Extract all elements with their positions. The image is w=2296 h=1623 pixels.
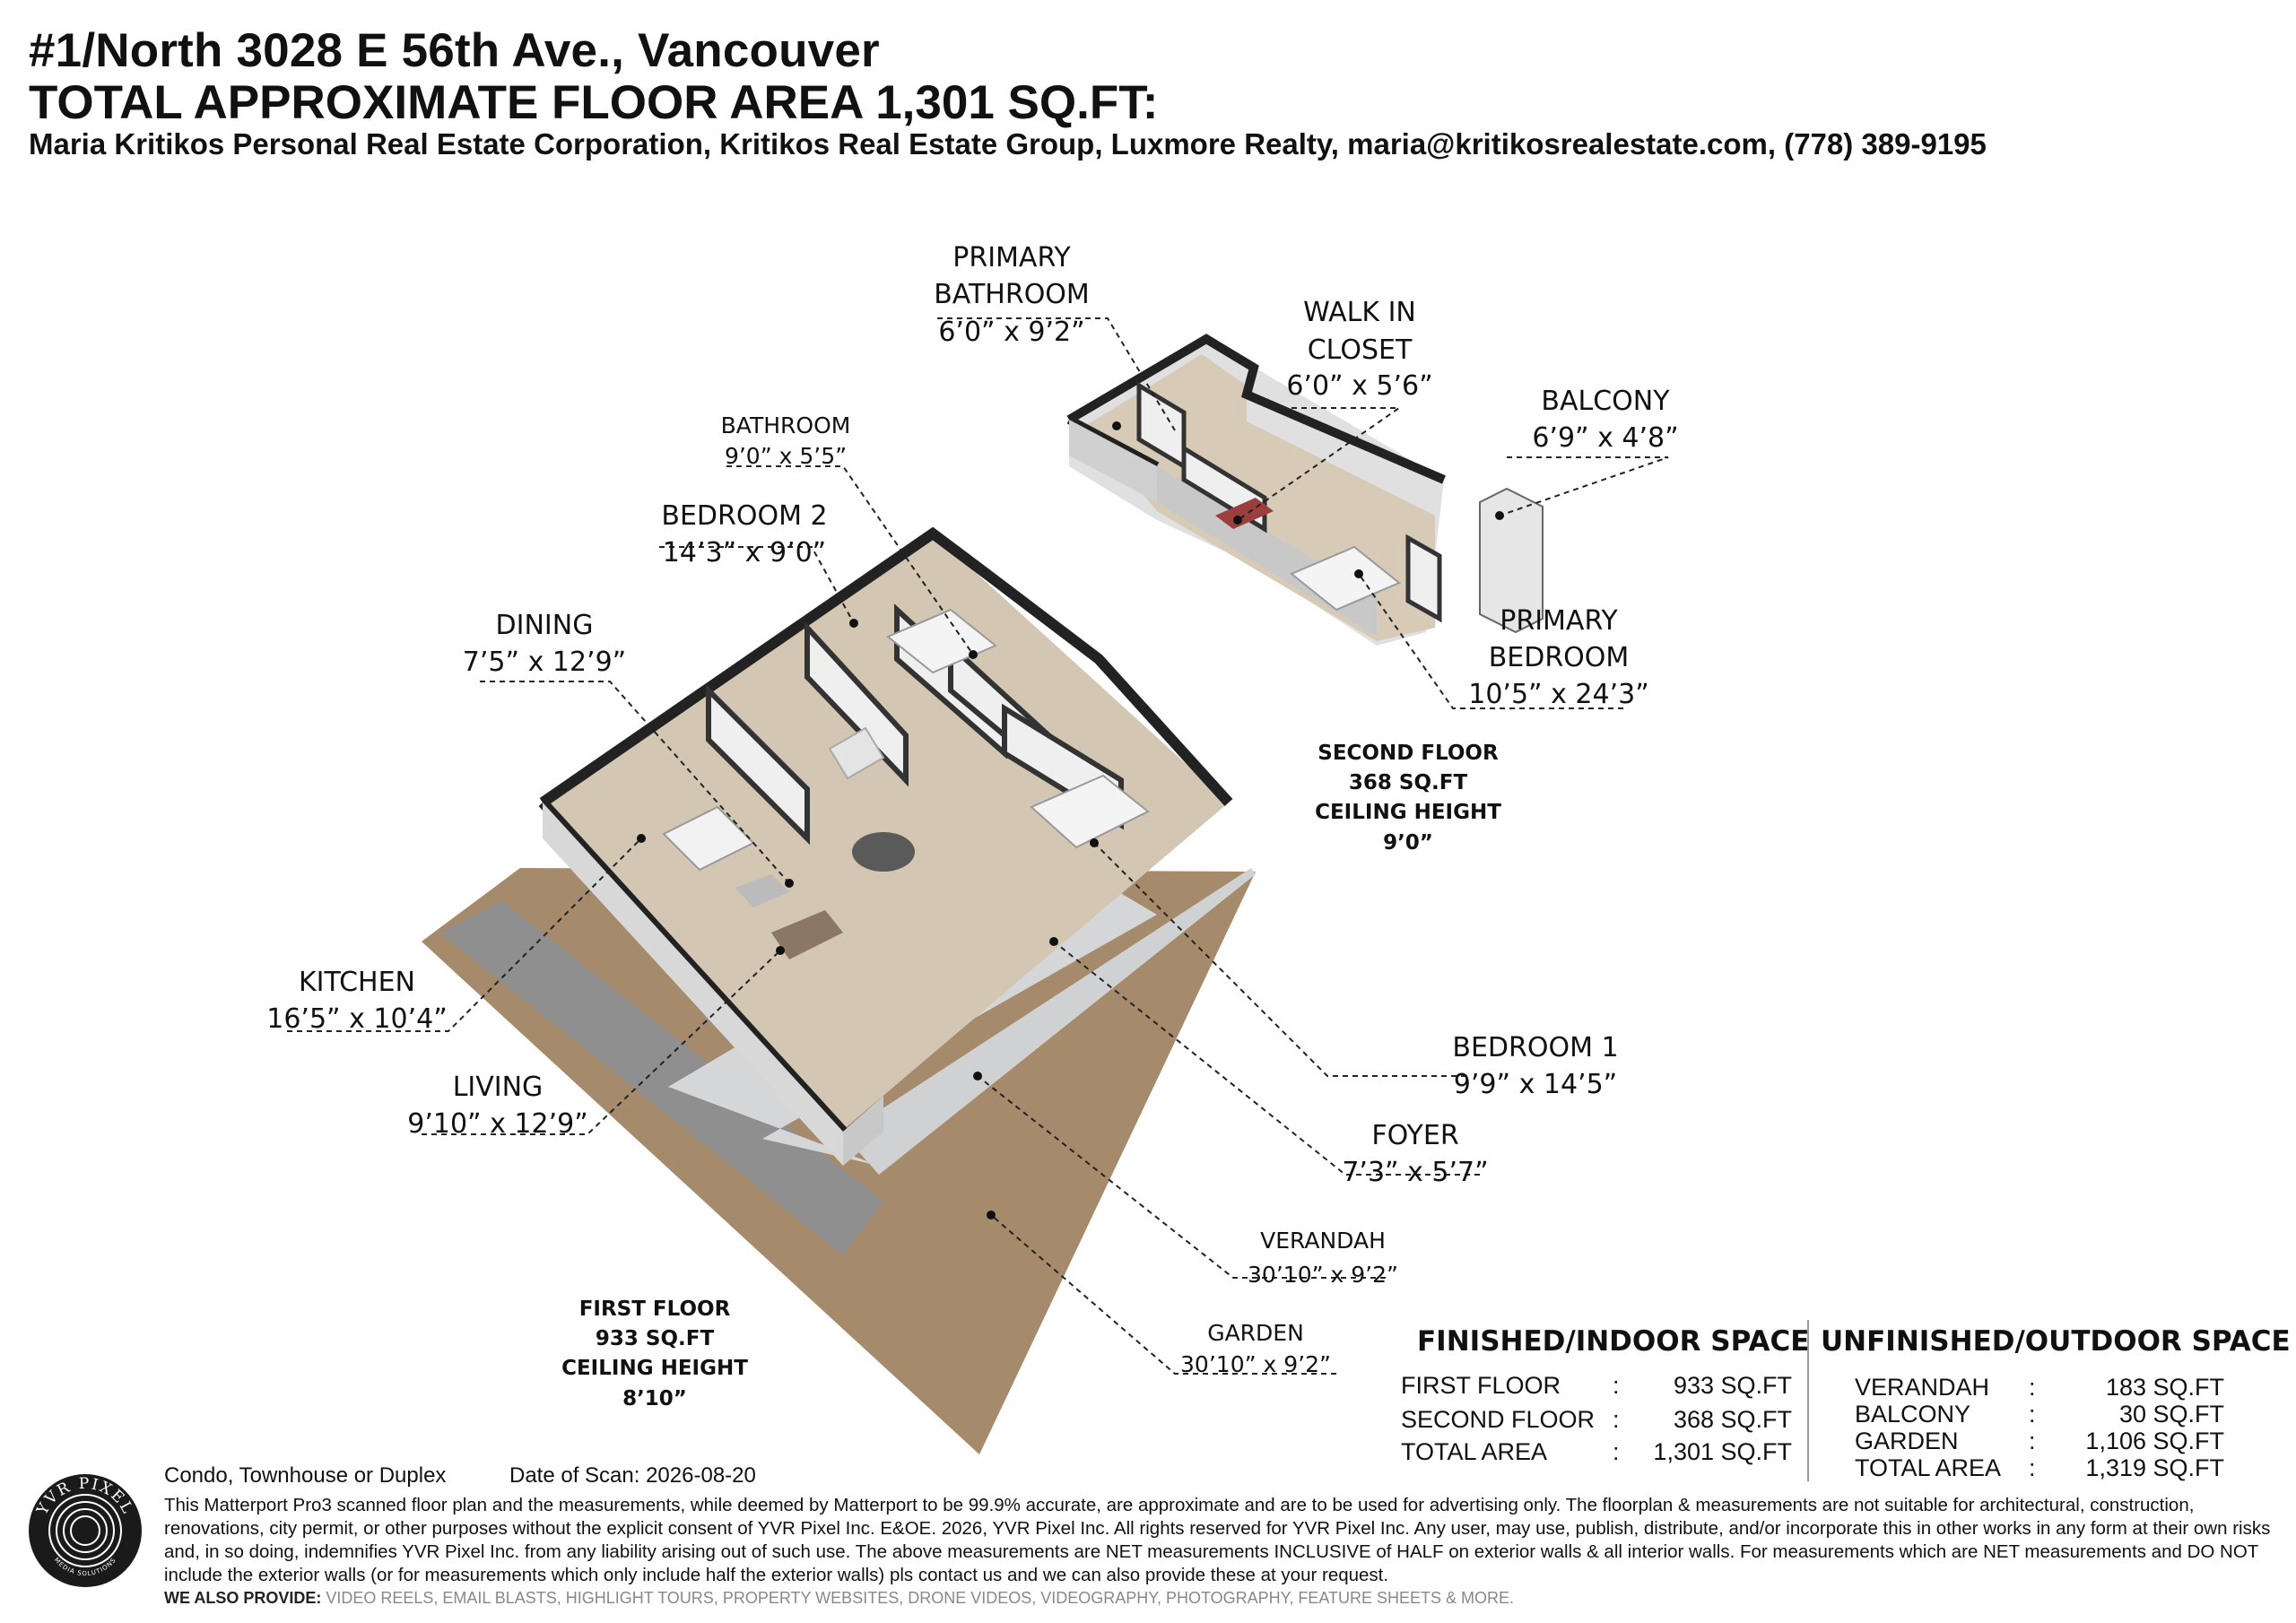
living-dims: 9’10” x 12’9” [407,1108,588,1140]
dining-dims: 7’5” x 12’9” [463,647,626,678]
unfinished-space-table: UNFINISHED/OUTDOOR SPACE [1821,1325,2291,1358]
kitchen-label: KITCHEN [299,967,415,998]
finished-row-value: 1,301 SQ.FT [1653,1438,1792,1465]
foyer-dims: 7’3” x 5’7” [1342,1157,1488,1188]
unfinished-row-label: TOTAL AREA [1855,1454,2002,1481]
address-title: #1/North 3028 E 56th Ave., Vancouver [29,24,880,77]
disclaimer-text: This Matterport Pro3 scanned floor plan … [164,1495,2271,1585]
room-labels: PRIMARY BATHROOM 6’0” x 9’2” WALK IN CLO… [266,242,1678,1377]
kitchen-dims: 16’5” x 10’4” [266,1003,448,1035]
table-divider [1807,1320,1809,1481]
bedroom-2-label: BEDROOM 2 [661,500,827,532]
svg-text:368 SQ.FT: 368 SQ.FT [1349,771,1468,794]
finished-space-title: FINISHED/INDOOR SPACE [1417,1325,1810,1358]
scan-date: Date of Scan: 2026-08-20 [509,1463,756,1488]
yvr-pixel-logo: YVR PIXEL MEDIA SOLUTIONS [29,1474,142,1587]
unfinished-row-label: GARDEN [1855,1428,1959,1454]
svg-text:8’10”: 8’10” [622,1387,687,1410]
first-floor-model [422,526,1256,1454]
leader-lines [287,317,1669,1375]
bathroom-label: BATHROOM [721,412,851,438]
balcony-label: BALCONY [1541,386,1670,417]
total-area-title: TOTAL APPROXIMATE FLOOR AREA 1,301 SQ.FT… [29,76,1159,129]
unfinished-row-value: 1,319 SQ.FT [2085,1454,2224,1481]
floor-labels: SECOND FLOOR 368 SQ.FT CEILING HEIGHT 9’… [561,742,1501,1410]
finished-space-table: FINISHED/INDOOR SPACE [1417,1325,1810,1358]
garden-dims: 30’10” x 9’2” [1180,1351,1331,1377]
svg-text:933 SQ.FT: 933 SQ.FT [596,1327,715,1350]
svg-text:BATHROOM: BATHROOM [934,279,1090,310]
primary-bathroom-dims: 6’0” x 9’2” [938,317,1084,348]
finished-row-label: FIRST FLOOR [1401,1372,1561,1399]
bathroom-dims: 9’0” x 5’5” [725,443,847,469]
bedroom-2-dims: 14’3” x 9’0” [663,537,826,568]
svg-text:CLOSET: CLOSET [1308,334,1413,366]
agent-info: Maria Kritikos Personal Real Estate Corp… [29,127,1987,161]
dining-label: DINING [496,610,594,641]
unfinished-row-value: 30 SQ.FT [2118,1401,2224,1428]
services-line: WE ALSO PROVIDE: VIDEO REELS, EMAIL BLAS… [164,1589,1514,1608]
primary-bedroom-label: PRIMARY [1500,605,1618,637]
unfinished-row-label: BALCONY [1855,1401,1971,1428]
svg-text:9’0”: 9’0” [1383,831,1433,855]
svg-text:CEILING HEIGHT: CEILING HEIGHT [1315,801,1501,824]
services-label: WE ALSO PROVIDE: [164,1589,322,1607]
unfinished-row-label: VERANDAH [1855,1374,1990,1401]
foyer-label: FOYER [1371,1120,1458,1151]
bedroom-1-dims: 9’9” x 14’5” [1454,1069,1617,1100]
garden-label: GARDEN [1207,1320,1304,1346]
svg-text:CEILING HEIGHT: CEILING HEIGHT [561,1357,748,1380]
finished-row-label: TOTAL AREA [1401,1438,1548,1465]
finished-row-label: SECOND FLOOR [1401,1406,1596,1433]
primary-bathroom-label: PRIMARY [952,242,1071,273]
finished-row-value: 368 SQ.FT [1673,1406,1792,1433]
svg-text:BEDROOM: BEDROOM [1489,642,1630,673]
living-label: LIVING [453,1072,544,1103]
first-floor-label: FIRST FLOOR [579,1298,731,1321]
primary-bedroom-dims: 10’5” x 24’3” [1468,679,1649,710]
second-floor-label: SECOND FLOOR [1318,742,1499,765]
walk-in-closet-dims: 6’0” x 5’6” [1286,370,1432,402]
property-type: Condo, Townhouse or Duplex [164,1463,447,1488]
bedroom-1-label: BEDROOM 1 [1452,1032,1618,1063]
unfinished-row-value: 183 SQ.FT [2105,1374,2224,1401]
walk-in-closet-label: WALK IN [1303,297,1416,328]
verandah-dims: 30’10” x 9’2” [1248,1262,1398,1288]
finished-row-value: 933 SQ.FT [1673,1372,1792,1399]
balcony-dims: 6’9” x 4’8” [1532,422,1678,454]
unfinished-row-value: 1,106 SQ.FT [2085,1428,2224,1454]
room-markers [637,421,1504,1219]
services-list: VIDEO REELS, EMAIL BLASTS, HIGHLIGHT TOU… [326,1589,1515,1607]
verandah-label: VERANDAH [1260,1228,1386,1254]
unfinished-space-title: UNFINISHED/OUTDOOR SPACE [1821,1325,2291,1358]
